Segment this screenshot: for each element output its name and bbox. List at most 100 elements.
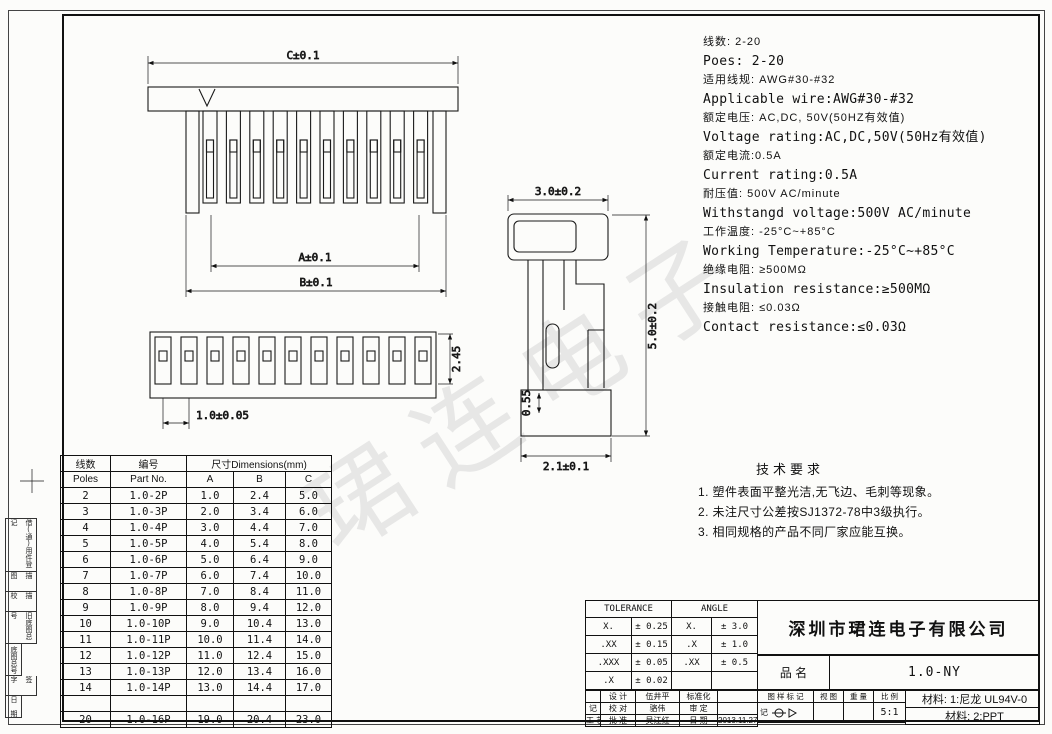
table-cell: 1.0-16P — [110, 711, 187, 728]
table-cell: 6.0 — [285, 503, 332, 520]
table-cell: 1.0-9P — [110, 599, 187, 616]
table-cell: 3.4 — [233, 503, 286, 520]
table-cell: 20 — [60, 711, 111, 728]
dim-label-side-bottom: 2.1±0.1 — [543, 460, 589, 473]
sign-role: 日 期 — [679, 714, 718, 727]
table-cell: 13.0 — [186, 679, 234, 696]
table-cell: 5.4 — [233, 535, 286, 552]
product-name-row: 品 名 1.0-NY — [757, 655, 1040, 690]
product-name-label: 品 名 — [757, 655, 830, 690]
sign-cell: 记 — [585, 702, 601, 715]
table-cell: 11.0 — [186, 647, 234, 664]
table-cell: 7.0 — [186, 583, 234, 600]
table-cell: 7.4 — [233, 567, 286, 584]
table-cell: 1.0-8P — [110, 583, 187, 600]
table-cell: 9.0 — [285, 551, 332, 568]
table-cell: 13 — [60, 663, 111, 680]
margin-label: 日 期 — [5, 696, 22, 718]
sign-name — [717, 690, 758, 703]
spec-line: Current rating:0.5A — [703, 168, 858, 183]
table-cell: 1.0-7P — [110, 567, 187, 584]
plan-view-drawing — [149, 331, 437, 399]
tolerance-cell — [711, 671, 758, 690]
table-cell: 4.0 — [186, 535, 234, 552]
centering-cross-mark — [20, 469, 44, 493]
contact-cavities — [154, 336, 432, 385]
table-cell: 13.4 — [233, 663, 286, 680]
tolerance-cell: ± 0.05 — [631, 653, 672, 672]
table-cell: 6.4 — [233, 551, 286, 568]
company-name: 深圳市珺连电子有限公司 — [757, 600, 1040, 655]
spec-line: 适用线规: AWG#30-#32 — [703, 74, 836, 86]
table-cell: 14 — [60, 679, 111, 696]
signature-table: 设 计 伍井平 标准化 记 校 对 骆伟 审 定 工 艺 批 准 吴江红 日 期… — [585, 690, 758, 727]
table-cell: 8.4 — [233, 583, 286, 600]
col-header-dims-group: 尺寸Dimensions(mm) — [186, 455, 332, 472]
table-cell: 11 — [60, 631, 111, 648]
spec-line: 额定电流:0.5A — [703, 150, 782, 162]
table-cell: 19.0 — [186, 711, 234, 728]
table-cell — [60, 695, 111, 712]
table-cell: 10.0 — [285, 567, 332, 584]
table-cell: 9 — [60, 599, 111, 616]
table-cell: 15.0 — [285, 647, 332, 664]
table-cell — [233, 695, 286, 712]
title-block: TOLERANCE ANGLE X. ± 0.25 X. ± 3.0 .XX ±… — [585, 600, 1040, 727]
table-cell: 1.0-11P — [110, 631, 187, 648]
table-cell: 1.0-6P — [110, 551, 187, 568]
margin-label: 旧底图总号 — [5, 612, 37, 644]
dim-label-a: A±0.1 — [298, 251, 331, 264]
spec-line: Working Temperature:-25°C~+85°C — [703, 244, 955, 259]
table-cell: 12 — [60, 647, 111, 664]
marks-table: 图 样 标 记 视 图 重 量 比 例 记 — [757, 690, 906, 723]
table-cell: 9.4 — [233, 599, 286, 616]
product-name-value: 1.0-NY — [829, 655, 1040, 690]
table-cell: 5.0 — [285, 487, 332, 504]
front-view-drawing — [147, 86, 459, 214]
col-header-b: B — [233, 471, 286, 488]
table-cell: 4.4 — [233, 519, 286, 536]
sign-name — [717, 702, 758, 715]
dim-label-side-gap: 0.55 — [520, 390, 533, 417]
table-cell: 8.0 — [186, 599, 234, 616]
tolerance-header: TOLERANCE — [585, 600, 672, 618]
view-cell — [813, 702, 844, 723]
table-cell: 12.4 — [233, 647, 286, 664]
table-cell: 11.4 — [233, 631, 286, 648]
dim-label-side-top: 3.0±0.2 — [535, 185, 581, 198]
spec-line: 工作温度: -25°C~+85°C — [703, 226, 836, 238]
sign-cell: 工 艺 — [585, 714, 601, 727]
scale-value: 5:1 — [873, 702, 906, 723]
tolerance-cell: ± 0.25 — [631, 617, 672, 636]
table-cell: 3 — [60, 503, 111, 520]
tolerance-cell: .XX — [585, 635, 632, 654]
col-header-c: C — [285, 471, 332, 488]
tolerance-cell: ± 0.15 — [631, 635, 672, 654]
spec-line: 额定电压: AC,DC, 50V(50HZ有效值) — [703, 112, 906, 124]
tolerance-cell: .X — [671, 635, 712, 654]
table-cell: 1.0 — [186, 487, 234, 504]
table-cell: 1.0-5P — [110, 535, 187, 552]
table-cell: 2.0 — [186, 503, 234, 520]
tech-requirement-item: 1. 塑件表面平整光洁,无飞边、毛刺等现象。 — [698, 485, 940, 499]
sign-cell — [585, 690, 601, 703]
col-header-a: A — [186, 471, 234, 488]
dim-label-pitch: 1.0±0.05 — [196, 409, 249, 422]
spec-line: 线数: 2-20 — [703, 36, 762, 48]
sign-role: 标准化 — [679, 690, 718, 703]
weight-cell — [843, 702, 874, 723]
contact-teeth — [202, 110, 429, 204]
tech-requirements-list: 1. 塑件表面平整光洁,无飞边、毛刺等现象。2. 未注尺寸公差按SJ1372-7… — [698, 482, 1008, 542]
marks-note: 记 — [760, 708, 768, 717]
table-cell: 9.0 — [186, 615, 234, 632]
table-cell: 1.0-3P — [110, 503, 187, 520]
tech-requirements: 技术要求 1. 塑件表面平整光洁,无飞边、毛刺等现象。2. 未注尺寸公差按SJ1… — [698, 459, 1008, 542]
spec-line: 耐压值: 500V AC/minute — [703, 188, 841, 200]
